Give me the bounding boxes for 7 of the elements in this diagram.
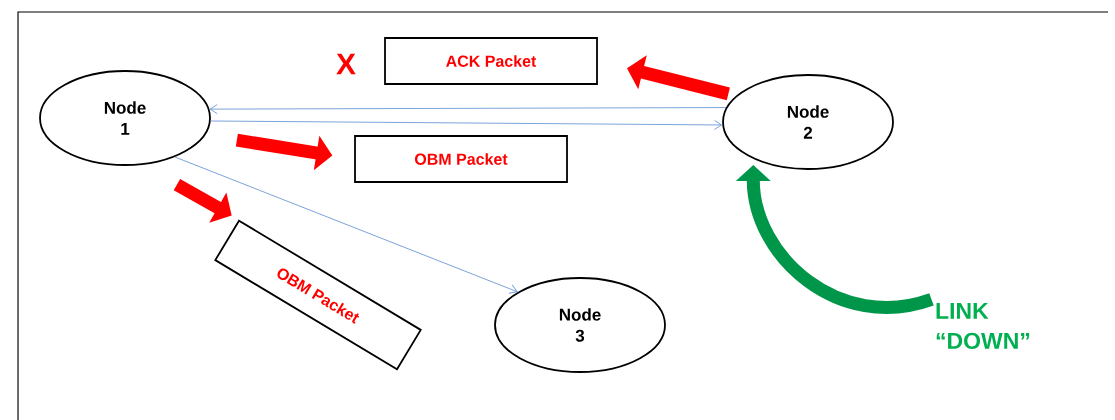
packet-box: OBM Packet [354, 135, 568, 183]
arrow [209, 104, 727, 114]
packet-box: ACK Packet [384, 37, 598, 85]
cross-mark: X [336, 53, 356, 75]
arrow [174, 156, 518, 294]
status-label: LINK “DOWN” [936, 303, 1030, 349]
arrow [210, 120, 722, 130]
